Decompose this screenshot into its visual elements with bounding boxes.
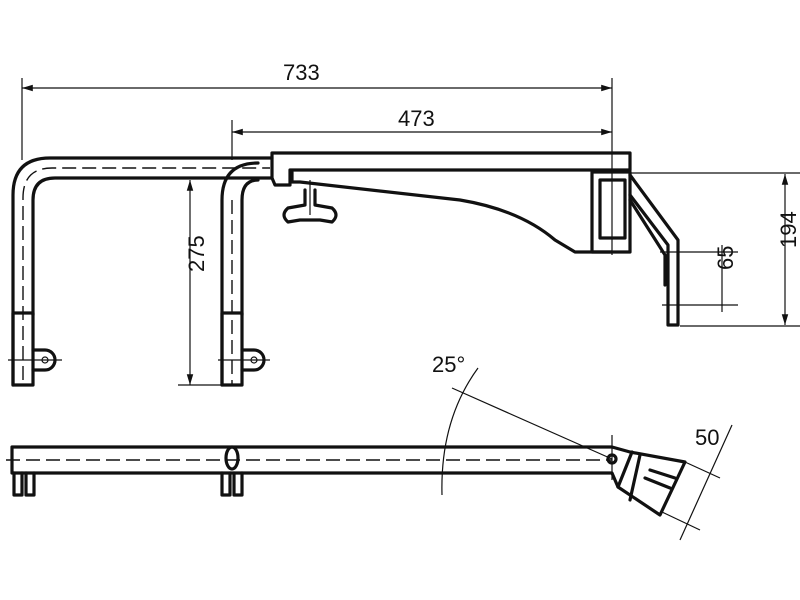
dim-label-25-degrees: 25°	[432, 352, 465, 377]
dim-label-194: 194	[776, 211, 800, 248]
dim-label-50: 50	[695, 425, 719, 450]
dim-label-275: 275	[184, 235, 209, 272]
dim-label-65: 65	[713, 246, 738, 270]
dimension-275	[178, 180, 222, 386]
dim-label-733: 733	[283, 60, 320, 85]
wiper-arm-side	[270, 151, 632, 254]
dim-label-473: 473	[398, 106, 435, 131]
dimension-473	[231, 120, 612, 160]
dimension-65	[660, 245, 738, 312]
angle-25	[441, 367, 613, 496]
dimension-50	[661, 424, 733, 541]
mount-bracket	[628, 173, 680, 327]
thumb-knob-icon	[282, 188, 338, 224]
dimension-733	[21, 78, 613, 255]
dimension-194	[630, 172, 800, 327]
top-view-arm	[6, 435, 687, 517]
side-view-bracket	[8, 156, 274, 387]
